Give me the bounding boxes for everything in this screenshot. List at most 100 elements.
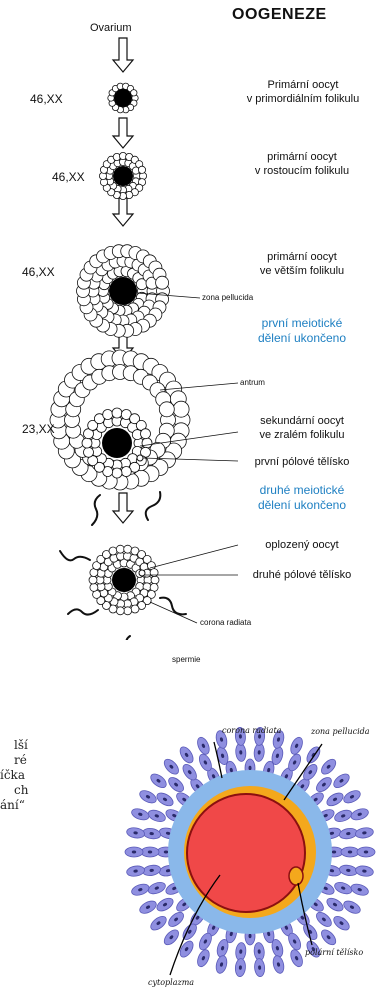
sperm-1 — [92, 495, 100, 525]
corona-radiata-cell — [155, 790, 176, 808]
sperm-3 — [60, 551, 90, 560]
cell-nucleus — [277, 737, 281, 742]
corona-radiata-cell — [138, 788, 159, 805]
corona-radiata-cell — [304, 745, 322, 766]
side-note: lší ré íčka ch ání“ — [0, 738, 28, 813]
cell-nucleus — [149, 832, 154, 836]
meiosis-1-line2: dělení ukončeno — [232, 331, 372, 346]
cell-nucleus — [220, 962, 224, 967]
cell-nucleus — [294, 956, 299, 961]
corona-radiata-cell — [355, 826, 374, 839]
cell-nucleus — [133, 869, 138, 873]
karyotype-4: 23,XX — [22, 422, 55, 436]
meiosis-2-line1: druhé meiotické — [232, 483, 372, 498]
down-arrow-2 — [113, 118, 133, 148]
corona-cell — [90, 583, 98, 591]
cell-nucleus — [229, 768, 233, 773]
cumulus-cell — [112, 468, 122, 478]
cell-nucleus — [323, 813, 328, 818]
sperm-2 — [146, 492, 161, 520]
cumulus-cell — [142, 438, 152, 448]
cell-nucleus — [292, 760, 297, 765]
cell-nucleus — [339, 778, 344, 783]
corona-radiata-cell — [138, 899, 159, 916]
leader-secondary — [140, 432, 238, 446]
corona-radiata-cell — [342, 899, 363, 916]
oocyte-2 — [113, 166, 133, 186]
corona-radiata-cell — [350, 882, 370, 897]
polar-body-1 — [137, 455, 143, 461]
cell-nucleus — [220, 737, 224, 742]
cell-nucleus — [133, 831, 138, 835]
cell-nucleus — [346, 869, 351, 873]
first-polar-body-label: první pólové tělísko — [232, 455, 372, 469]
corona-radiata-cell — [180, 922, 199, 942]
halo — [168, 770, 332, 934]
corona-radiata-cell — [205, 917, 222, 938]
cell-nucleus — [154, 886, 159, 890]
corona-radiata-cell — [301, 922, 320, 942]
corona-cell — [124, 545, 132, 553]
cell-nucleus — [203, 939, 208, 944]
polar-body-2 — [139, 570, 145, 576]
cell-nucleus — [267, 931, 271, 936]
cell-nucleus — [329, 869, 334, 873]
cumulus-cell — [141, 429, 151, 439]
corona-radiata-label: corona radiata — [200, 618, 251, 627]
corona-radiata-cell — [293, 776, 312, 796]
cell-nucleus — [138, 888, 143, 892]
meiosis-2-line2: dělení ukončeno — [232, 498, 372, 513]
corona-radiata-cell — [164, 807, 185, 824]
cell-nucleus — [182, 797, 187, 802]
corona-radiata-cell — [215, 746, 230, 766]
corona-radiata-cell — [158, 826, 178, 840]
cumulus-cell — [82, 438, 92, 448]
corona-radiata-cell — [197, 752, 214, 773]
down-arrow-1 — [113, 38, 133, 72]
cell-nucleus — [258, 750, 261, 755]
stage-3-line2: ve větším folikulu — [232, 264, 372, 278]
cell-nucleus — [313, 902, 318, 907]
karyotype-3: 46,XX — [22, 265, 55, 279]
side-note-line-3: íčka — [0, 768, 28, 783]
sperm-label: spermie — [172, 655, 200, 664]
cell-nucleus — [300, 915, 305, 920]
corona-radiata-cell — [177, 939, 195, 960]
oocyte-1 — [114, 89, 132, 107]
cell-nucleus — [239, 750, 242, 755]
corona-radiata-cell — [341, 847, 359, 857]
corona-radiata-cell — [162, 927, 182, 947]
cell-nucleus — [169, 935, 174, 940]
karyotype-2: 46,XX — [52, 170, 85, 184]
cell-nucleus — [332, 851, 336, 854]
sperm-6 — [126, 636, 130, 640]
source-label: Ovarium — [90, 22, 132, 34]
pointer-cytoplasm — [170, 875, 220, 975]
cell-nucleus — [284, 774, 289, 779]
stage-4-line2: ve zralém folikulu — [232, 428, 372, 442]
cumulus-cell — [121, 467, 131, 477]
zona-pellucida-label: zona pellucida — [202, 293, 253, 302]
cell-nucleus — [249, 766, 252, 770]
follicle-cell — [159, 402, 174, 417]
corona-radiata-cell — [166, 910, 186, 930]
stage-1-label: Primární oocyt v primordiálním folikulu — [228, 78, 377, 106]
cell-nucleus — [362, 831, 367, 835]
down-arrow-3 — [113, 198, 133, 226]
corona-radiata-cell — [126, 826, 145, 839]
stage-4-line1: sekundární oocyt — [232, 414, 372, 428]
cell-nucleus — [172, 886, 177, 891]
egg-zona-label: zona pellucida — [311, 727, 370, 736]
cell-nucleus — [339, 921, 344, 926]
corona-radiata-cell — [306, 790, 326, 809]
corona-cell — [116, 607, 124, 615]
corona-radiata-cell — [339, 864, 359, 877]
cell-nucleus — [164, 851, 168, 854]
corona-radiata-cell — [148, 771, 168, 790]
corona-radiata-cell — [270, 746, 285, 766]
karyotype-1: 46,XX — [30, 92, 63, 106]
corona-radiata-cell — [141, 847, 159, 857]
cell-nucleus — [308, 929, 313, 934]
cell-nucleus — [349, 794, 354, 799]
cell-nucleus — [267, 768, 271, 773]
